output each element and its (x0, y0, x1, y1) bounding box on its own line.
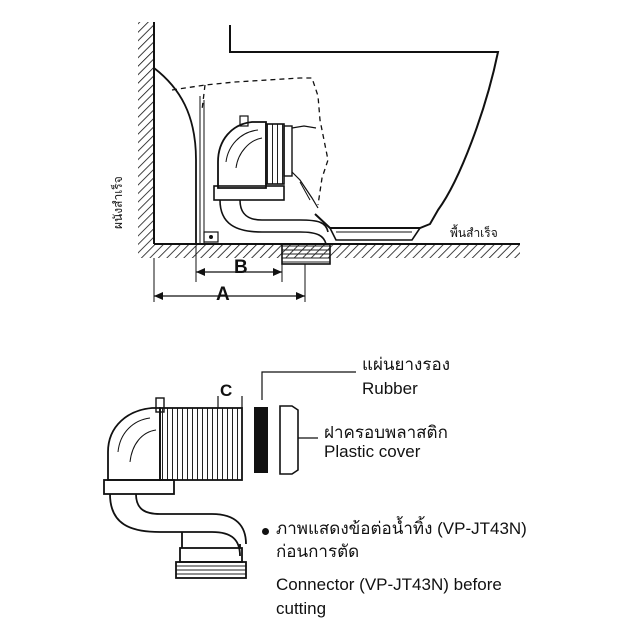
wall-label: ผนังสำเร็จ (110, 176, 125, 229)
rubber-gasket (254, 407, 268, 473)
caption-en-line-2: cutting (276, 599, 327, 618)
top-s-bend (219, 199, 329, 245)
bottom-connector-diagram (103, 371, 356, 579)
rubber-leader (261, 371, 356, 400)
top-outlet (281, 243, 331, 265)
top-elbow (217, 121, 267, 189)
top-flange (213, 185, 285, 201)
dim-c-label: C (220, 381, 233, 400)
rubber-label-en: Rubber (362, 379, 418, 398)
connector-elbow (107, 407, 161, 481)
caption-thai-line-1: ภาพแสดงข้อต่อน้ำทิ้ง (VP-JT43N) (276, 519, 527, 538)
corrugated-tube (159, 407, 243, 481)
toilet-tank-side (153, 67, 197, 244)
cover-label-en: Plastic cover (324, 442, 421, 461)
top-corrugation (265, 123, 285, 185)
connector-s-bend (109, 493, 247, 557)
wall-hatch (138, 22, 154, 244)
connector-outlet-ribs (175, 561, 247, 579)
connector-flange (103, 479, 175, 495)
floor-label: พื้นสำเร็จ (450, 226, 498, 240)
dim-b-label: B (234, 257, 248, 278)
toilet-bowl (229, 25, 500, 229)
toilet-base (329, 227, 421, 241)
caption-bullet (262, 528, 269, 535)
plastic-cover (279, 405, 299, 475)
hidden-outline (171, 77, 329, 206)
top-installation-diagram (138, 22, 520, 302)
caption-thai-line-2: ก่อนการตัด (276, 542, 360, 561)
caption-en-line-1: Connector (VP-JT43N) before (276, 575, 502, 594)
rubber-label-thai: แผ่นยางรอง (362, 355, 450, 374)
connector-outlet (179, 547, 243, 563)
cover-label-thai: ฝาครอบพลาสติก (324, 423, 448, 442)
dim-a-label: A (216, 284, 230, 305)
